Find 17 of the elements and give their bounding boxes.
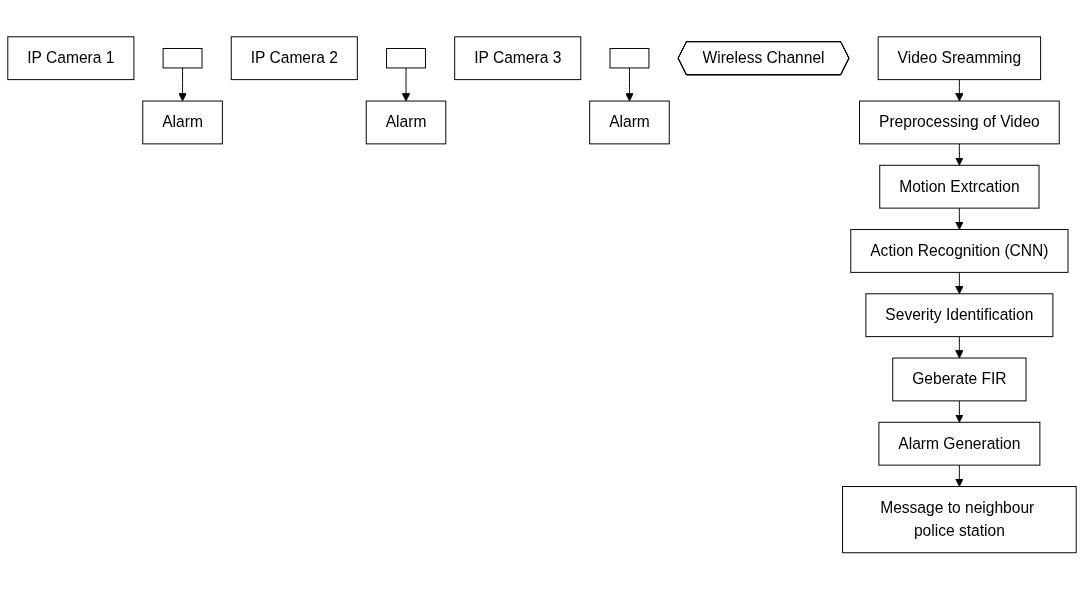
node-box: Alarm xyxy=(142,100,223,145)
node-box: Action Recognition (CNN) xyxy=(850,229,1069,274)
node-box: Alarm Generation xyxy=(878,422,1041,466)
node-box: Alarm xyxy=(365,100,447,145)
node-box: IP Camera 2 xyxy=(230,36,358,81)
node-box: Preprocessing of Video xyxy=(859,100,1060,145)
node-box: IP Camera 1 xyxy=(7,36,135,81)
node-box xyxy=(609,48,650,69)
node-box: Video Sreamming xyxy=(877,36,1042,81)
node-box: Geberate FIR xyxy=(892,357,1027,402)
node-box: Motion Extrcation xyxy=(879,165,1040,209)
node-box: IP Camera 3 xyxy=(454,36,582,81)
node-box: Alarm xyxy=(589,100,670,145)
node-box xyxy=(386,48,426,69)
node-box xyxy=(162,48,203,69)
node-box: Message to neighbour police station xyxy=(842,486,1077,554)
node-box: Severity Identification xyxy=(865,293,1054,338)
